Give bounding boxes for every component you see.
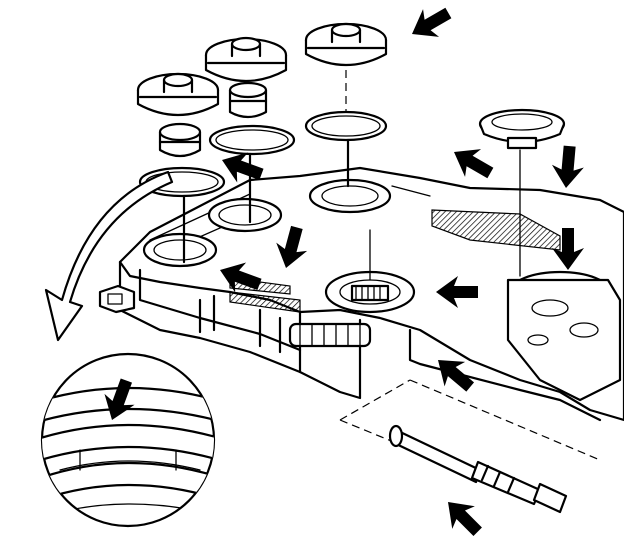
arrow-left-bore-icon bbox=[220, 262, 262, 293]
piston-left bbox=[136, 72, 220, 117]
arrow-center-seal-icon bbox=[436, 276, 478, 308]
callout-arrows bbox=[104, 7, 584, 536]
left-mounting-tab bbox=[98, 284, 136, 314]
arrow-cover-seal-icon bbox=[454, 149, 494, 179]
piston-middle bbox=[204, 36, 288, 83]
detent-shaft bbox=[388, 424, 568, 514]
oring-right bbox=[304, 110, 388, 142]
channel-spring bbox=[288, 322, 372, 348]
detail-leader-arrow bbox=[44, 170, 174, 342]
arrow-shaft-icon bbox=[448, 502, 482, 536]
arrow-center-bore-icon bbox=[276, 225, 308, 268]
arrow-front-edge-icon bbox=[438, 360, 475, 392]
arrow-small-piston-icon bbox=[222, 152, 264, 183]
cap-seal-right bbox=[478, 108, 566, 150]
arrow-top-piston-seal-icon bbox=[412, 7, 452, 37]
oring-middle bbox=[208, 124, 296, 156]
arrow-right-lower-1-icon bbox=[551, 145, 584, 188]
piston-right bbox=[304, 22, 388, 67]
center-spring bbox=[350, 284, 390, 302]
seal-middle-small bbox=[228, 81, 268, 119]
right-valve-block bbox=[506, 278, 622, 402]
arrow-right-lower-2-icon bbox=[552, 228, 584, 270]
detail-magnifier bbox=[40, 352, 216, 528]
arrow-detail-seal-icon bbox=[104, 378, 135, 420]
seal-left-small bbox=[158, 122, 202, 158]
